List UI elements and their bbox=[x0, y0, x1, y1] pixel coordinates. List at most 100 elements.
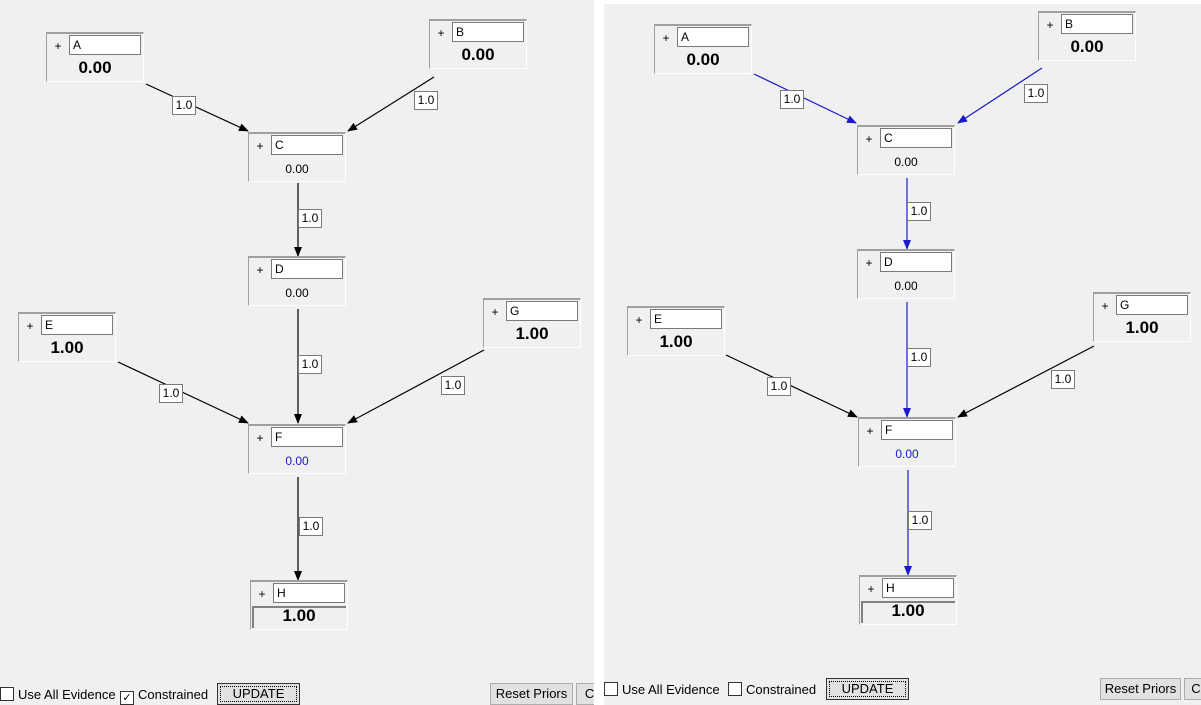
node-name-field[interactable]: E bbox=[41, 315, 113, 335]
reset-priors-button[interactable]: Reset Priors bbox=[490, 683, 573, 705]
checkbox-label: Use All Evidence bbox=[622, 682, 720, 697]
node-name-field[interactable]: B bbox=[452, 22, 524, 42]
network-panel-left: + A 0.00 + B 0.00 + C 0.00 + D 0.00 + E … bbox=[0, 0, 594, 705]
node-c[interactable]: + C 0.00 bbox=[857, 125, 955, 175]
node-name-field[interactable]: H bbox=[273, 583, 345, 603]
node-value: 1.00 bbox=[50, 338, 84, 357]
node-e[interactable]: + E 1.00 bbox=[18, 312, 116, 362]
node-h[interactable]: + H 1.00 bbox=[859, 575, 957, 625]
node-b[interactable]: + B 0.00 bbox=[1038, 11, 1136, 61]
expand-icon[interactable]: + bbox=[864, 582, 878, 596]
node-value: 1.00 bbox=[891, 601, 925, 620]
node-value: 0.00 bbox=[895, 447, 919, 461]
expand-icon[interactable]: + bbox=[659, 31, 673, 45]
node-g[interactable]: + G 1.00 bbox=[1093, 292, 1191, 342]
constrained-checkbox[interactable]: ✓ Constrained bbox=[120, 686, 208, 705]
node-h[interactable]: + H 1.00 bbox=[250, 580, 348, 630]
node-name-field[interactable]: F bbox=[271, 427, 343, 447]
node-name-field[interactable]: C bbox=[880, 128, 952, 148]
expand-icon[interactable]: + bbox=[632, 313, 646, 327]
weight-label-c-d[interactable]: 1.0 bbox=[298, 209, 322, 228]
checkbox-label: Use All Evidence bbox=[18, 687, 116, 702]
node-value: 0.00 bbox=[78, 58, 112, 77]
node-name-field[interactable]: D bbox=[880, 252, 952, 272]
update-button[interactable]: UPDATE bbox=[217, 683, 300, 705]
weight-label-e-f[interactable]: 1.0 bbox=[767, 377, 791, 396]
weight-label-d-f[interactable]: 1.0 bbox=[298, 355, 322, 374]
checkbox-box[interactable] bbox=[728, 682, 742, 696]
clipped-button[interactable]: C bbox=[1184, 678, 1201, 700]
use-all-evidence-checkbox[interactable]: Use All Evidence bbox=[0, 686, 116, 704]
update-button[interactable]: UPDATE bbox=[826, 678, 909, 700]
checkbox-label: Constrained bbox=[746, 682, 817, 697]
constrained-checkbox[interactable]: Constrained bbox=[728, 681, 816, 699]
weight-label-d-f[interactable]: 1.0 bbox=[907, 348, 931, 367]
expand-icon[interactable]: + bbox=[253, 431, 267, 445]
edge-layer bbox=[117, 76, 485, 581]
evidence-box[interactable] bbox=[252, 606, 346, 628]
node-d[interactable]: + D 0.00 bbox=[857, 249, 955, 299]
weight-label-b-c[interactable]: 1.0 bbox=[414, 91, 438, 110]
checkbox-label: Constrained bbox=[138, 687, 209, 702]
weight-label-f-h[interactable]: 1.0 bbox=[299, 517, 323, 536]
node-value: 1.00 bbox=[282, 606, 316, 625]
node-value: 1.00 bbox=[515, 324, 549, 343]
node-value: 0.00 bbox=[894, 155, 918, 169]
weight-label-c-d[interactable]: 1.0 bbox=[907, 202, 931, 221]
expand-icon[interactable]: + bbox=[253, 139, 267, 153]
expand-icon[interactable]: + bbox=[862, 256, 876, 270]
node-name-field[interactable]: E bbox=[650, 309, 722, 329]
weight-label-g-f[interactable]: 1.0 bbox=[441, 376, 465, 395]
expand-icon[interactable]: + bbox=[488, 305, 502, 319]
edge-e-f bbox=[725, 354, 858, 418]
weight-label-f-h[interactable]: 1.0 bbox=[908, 511, 932, 530]
edge-b-c bbox=[347, 76, 435, 132]
checkbox-box[interactable] bbox=[604, 682, 618, 696]
node-c[interactable]: + C 0.00 bbox=[248, 132, 346, 182]
node-f[interactable]: + F 0.00 bbox=[858, 417, 956, 467]
node-name-field[interactable]: A bbox=[677, 27, 749, 47]
edge-a-c bbox=[753, 73, 857, 124]
node-e[interactable]: + E 1.00 bbox=[627, 306, 725, 356]
weight-label-e-f[interactable]: 1.0 bbox=[159, 384, 183, 403]
node-name-field[interactable]: A bbox=[69, 35, 141, 55]
weight-label-b-c[interactable]: 1.0 bbox=[1024, 84, 1048, 103]
weight-label-a-c[interactable]: 1.0 bbox=[172, 96, 196, 115]
expand-icon[interactable]: + bbox=[862, 132, 876, 146]
node-value: 0.00 bbox=[894, 279, 918, 293]
expand-icon[interactable]: + bbox=[51, 39, 65, 53]
use-all-evidence-checkbox[interactable]: Use All Evidence bbox=[604, 681, 720, 699]
node-d[interactable]: + D 0.00 bbox=[248, 256, 346, 306]
expand-icon[interactable]: + bbox=[434, 26, 448, 40]
node-f[interactable]: + F 0.00 bbox=[248, 424, 346, 474]
evidence-box[interactable] bbox=[861, 601, 955, 623]
node-a[interactable]: + A 0.00 bbox=[654, 24, 752, 74]
edge-a-c bbox=[145, 83, 249, 132]
expand-icon[interactable]: + bbox=[255, 587, 269, 601]
node-g[interactable]: + G 1.00 bbox=[483, 298, 581, 348]
node-name-field[interactable]: G bbox=[506, 301, 578, 321]
node-name-field[interactable]: H bbox=[882, 578, 954, 598]
node-value: 0.00 bbox=[285, 454, 309, 468]
expand-icon[interactable]: + bbox=[863, 424, 877, 438]
reset-priors-button[interactable]: Reset Priors bbox=[1100, 678, 1181, 700]
node-name-field[interactable]: F bbox=[881, 420, 953, 440]
network-panel-right: + A 0.00 + B 0.00 + C 0.00 + D 0.00 + E … bbox=[604, 4, 1201, 705]
node-name-field[interactable]: D bbox=[271, 259, 343, 279]
node-value: 0.00 bbox=[285, 286, 309, 300]
node-name-field[interactable]: C bbox=[271, 135, 343, 155]
weight-label-g-f[interactable]: 1.0 bbox=[1051, 370, 1075, 389]
expand-icon[interactable]: + bbox=[253, 263, 267, 277]
checkbox-box[interactable] bbox=[0, 687, 14, 701]
expand-icon[interactable]: + bbox=[23, 319, 37, 333]
node-b[interactable]: + B 0.00 bbox=[429, 19, 527, 69]
weight-label-a-c[interactable]: 1.0 bbox=[780, 90, 804, 109]
node-name-field[interactable]: B bbox=[1061, 14, 1133, 34]
edge-b-c bbox=[957, 67, 1043, 124]
expand-icon[interactable]: + bbox=[1098, 299, 1112, 313]
node-name-field[interactable]: G bbox=[1116, 295, 1188, 315]
clipped-button[interactable]: Cl bbox=[576, 683, 594, 705]
checkbox-box[interactable]: ✓ bbox=[120, 691, 134, 705]
expand-icon[interactable]: + bbox=[1043, 18, 1057, 32]
node-a[interactable]: + A 0.00 bbox=[46, 32, 144, 82]
